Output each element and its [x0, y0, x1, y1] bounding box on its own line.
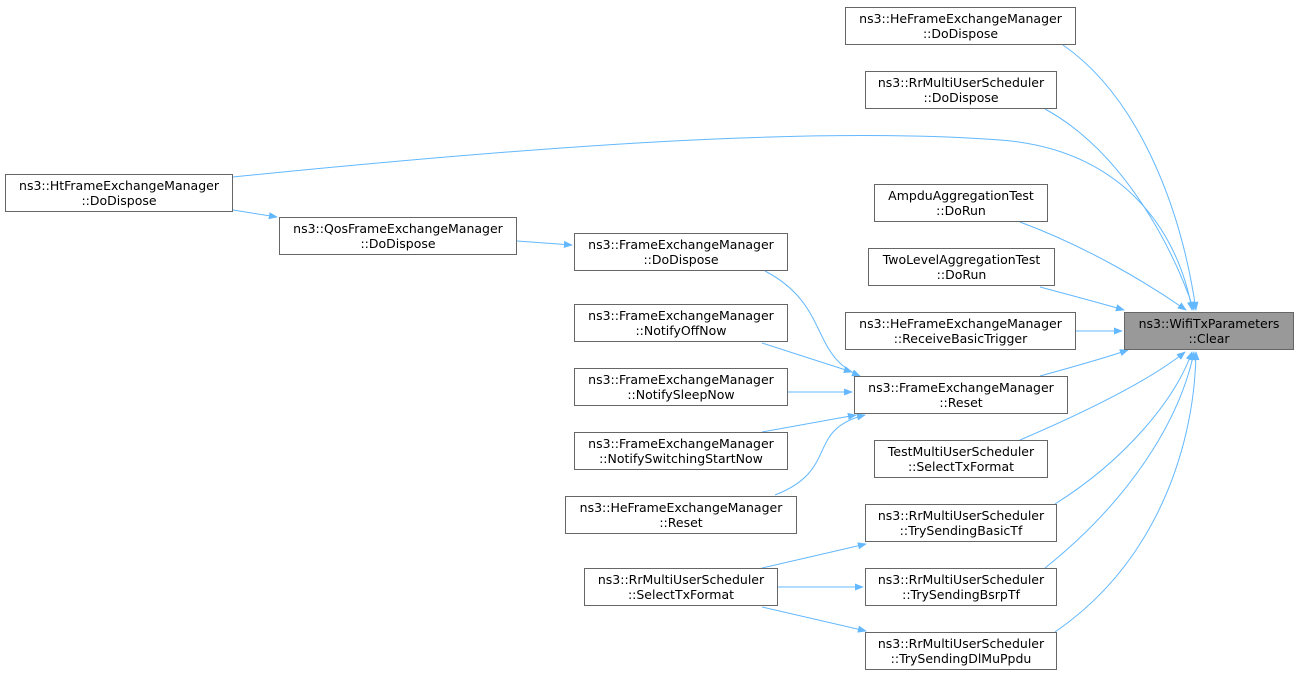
node-he-frame-exchange-manager-reset[interactable]: ns3::HeFrameExchangeManager ::Reset [565, 496, 797, 534]
node-method-label: ::DoDispose [643, 252, 719, 267]
node-class-label: ns3::HeFrameExchangeManager [859, 316, 1062, 331]
node-method-label: ::TrySendingDlMuPpdu [890, 651, 1032, 666]
node-class-label: ns3::WifiTxParameters [1138, 316, 1280, 331]
edge-twolevel-dorun-to-clear [1039, 286, 1125, 312]
node-rr-multi-user-scheduler-trysendingbsrptf[interactable]: ns3::RrMultiUserScheduler ::TrySendingBs… [865, 568, 1057, 606]
edge-he-reset-to-fem-reset [774, 413, 866, 496]
node-rr-multi-user-scheduler-dodispose[interactable]: ns3::RrMultiUserScheduler ::DoDispose [865, 71, 1057, 109]
node-method-label: ::TrySendingBsrpTf [902, 587, 1020, 602]
edge-qos-dodispose-to-fem-dodispose [516, 240, 573, 249]
node-class-label: ns3::FrameExchangeManager [588, 436, 774, 451]
node-class-label: ns3::RrMultiUserScheduler [597, 572, 765, 587]
node-method-label: ::TrySendingBasicTf [899, 523, 1023, 538]
node-method-label: ::SelectTxFormat [907, 459, 1015, 474]
edge-ht-dodispose-to-qos-dodispose [232, 209, 278, 220]
node-method-label: ::NotifyOffNow [635, 323, 727, 338]
node-qos-frame-exchange-manager-dodispose[interactable]: ns3::QosFrameExchangeManager ::DoDispose [279, 217, 517, 255]
node-two-level-aggregation-test-dorun[interactable]: TwoLevelAggregationTest ::DoRun [868, 248, 1055, 286]
node-he-frame-exchange-manager-receivebasictrigger[interactable]: ns3::HeFrameExchangeManager ::ReceiveBas… [845, 312, 1076, 350]
node-method-label: ::DoDispose [81, 193, 157, 208]
edge-rr-selecttx-to-rr-dlmuppdu [761, 606, 867, 633]
edge-rr-dlmuppdu-to-clear [1054, 351, 1200, 633]
node-class-label: ns3::FrameExchangeManager [588, 372, 774, 387]
node-class-label: ns3::RrMultiUserScheduler [877, 508, 1045, 523]
node-method-label: ::DoRun [936, 203, 986, 218]
node-class-label: ns3::FrameExchangeManager [588, 237, 774, 252]
node-class-label: AmpduAggregationTest [888, 188, 1034, 203]
node-frame-exchange-manager-notifyoffnow[interactable]: ns3::FrameExchangeManager ::NotifyOffNow [574, 304, 788, 342]
node-class-label: ns3::RrMultiUserScheduler [877, 75, 1045, 90]
node-frame-exchange-manager-notifysleepnow[interactable]: ns3::FrameExchangeManager ::NotifySleepN… [574, 368, 788, 406]
node-method-label: ::DoDispose [922, 26, 999, 41]
node-rr-multi-user-scheduler-trysendingbasictf[interactable]: ns3::RrMultiUserScheduler ::TrySendingBa… [865, 504, 1057, 542]
node-method-label: ::Clear [1188, 331, 1230, 346]
node-method-label: ::Reset [659, 515, 703, 530]
node-class-label: ns3::FrameExchangeManager [588, 308, 774, 323]
edge-ht-dodispose-to-clear [232, 134, 1195, 311]
node-class-label: ns3::HtFrameExchangeManager [19, 178, 219, 193]
node-method-label: ::SelectTxFormat [627, 587, 735, 602]
node-class-label: ns3::QosFrameExchangeManager [293, 221, 503, 236]
node-frame-exchange-manager-reset[interactable]: ns3::FrameExchangeManager ::Reset [854, 376, 1068, 414]
node-method-label: ::NotifySleepNow [627, 387, 735, 402]
node-method-label: ::DoRun [936, 267, 987, 282]
node-class-label: ns3::FrameExchangeManager [868, 380, 1054, 395]
edge-fem-notifyoff-to-fem-reset [761, 342, 853, 373]
edge-rr-bsrptf-to-clear [1044, 351, 1196, 569]
node-wifi-tx-parameters-clear: ns3::WifiTxParameters ::Clear [1124, 312, 1294, 350]
node-rr-multi-user-scheduler-trysendingdlmuppdu[interactable]: ns3::RrMultiUserScheduler ::TrySendingDl… [865, 632, 1057, 670]
edge-rr-dodispose-to-clear [1044, 108, 1195, 311]
edge-fem-reset-to-clear [1039, 349, 1129, 377]
node-method-label: ::DoDispose [923, 90, 999, 105]
node-he-frame-exchange-manager-dodispose[interactable]: ns3::HeFrameExchangeManager ::DoDispose [845, 7, 1076, 45]
node-class-label: ns3::HeFrameExchangeManager [859, 11, 1062, 26]
node-class-label: ns3::RrMultiUserScheduler [877, 572, 1045, 587]
node-method-label: ::Reset [939, 395, 983, 410]
edge-rr-basictf-to-clear [1054, 351, 1193, 505]
node-test-multi-user-scheduler-selecttxformat[interactable]: TestMultiUserScheduler ::SelectTxFormat [874, 440, 1048, 478]
edge-ampdu-dorun-to-clear [1019, 221, 1187, 311]
node-rr-multi-user-scheduler-selecttxformat[interactable]: ns3::RrMultiUserScheduler ::SelectTxForm… [584, 568, 778, 606]
node-class-label: ns3::RrMultiUserScheduler [877, 636, 1045, 651]
node-frame-exchange-manager-dodispose[interactable]: ns3::FrameExchangeManager ::DoDispose [574, 233, 788, 271]
edge-he-dodispose-to-clear [1062, 44, 1199, 311]
edge-fem-notifyswitch-to-fem-reset [761, 412, 857, 433]
node-frame-exchange-manager-notifyswitchingstartnow[interactable]: ns3::FrameExchangeManager ::NotifySwitch… [574, 432, 788, 470]
node-ampdu-aggregation-test-dorun[interactable]: AmpduAggregationTest ::DoRun [874, 184, 1048, 222]
node-method-label: ::ReceiveBasicTrigger [893, 331, 1028, 346]
node-method-label: ::DoDispose [360, 236, 436, 251]
node-class-label: ns3::HeFrameExchangeManager [579, 500, 783, 515]
node-class-label: TestMultiUserScheduler [887, 444, 1035, 459]
node-ht-frame-exchange-manager-dodispose[interactable]: ns3::HtFrameExchangeManager ::DoDispose [5, 174, 233, 212]
edge-rr-selecttx-to-rr-basictf [761, 542, 867, 569]
node-method-label: ::NotifySwitchingStartNow [599, 451, 763, 466]
node-class-label: TwoLevelAggregationTest [882, 252, 1041, 267]
edge-test-selecttx-to-clear [1019, 351, 1186, 441]
